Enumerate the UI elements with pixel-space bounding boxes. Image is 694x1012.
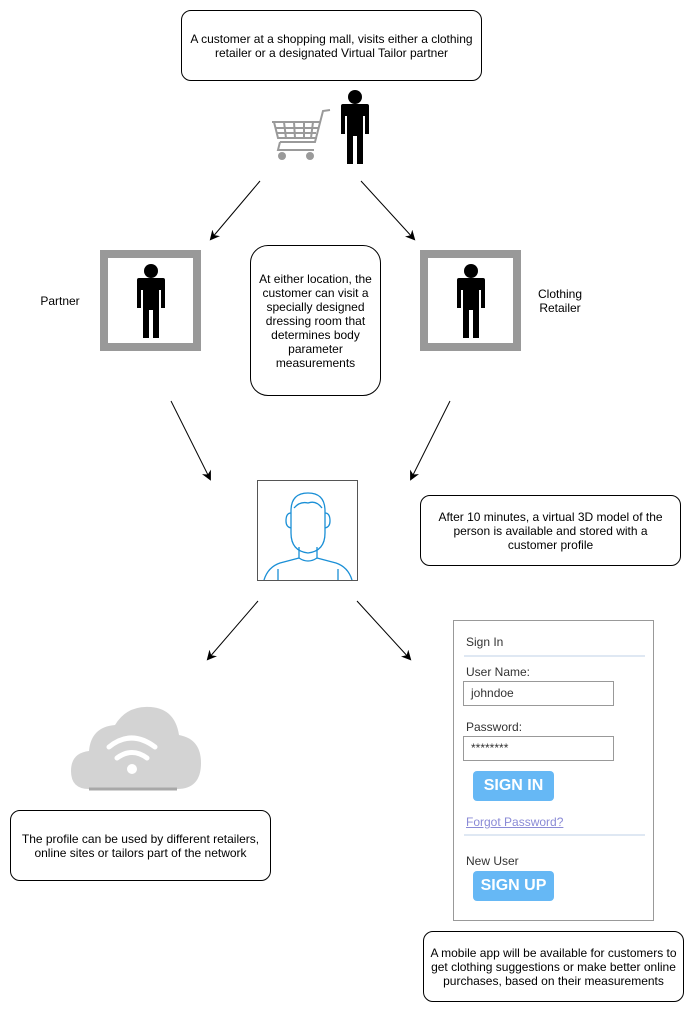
arrow-partner-to-model [170,400,211,481]
signin-title: Sign In [466,635,504,649]
note-profile-network: The profile can be used by different ret… [10,810,271,881]
person-icon [457,264,485,338]
divider [464,655,645,657]
retailer-dressing-room [420,250,521,351]
person-icon [341,90,369,164]
arrow-to-partner [209,180,261,241]
note-3d-model: After 10 minutes, a virtual 3D model of … [420,495,681,566]
arrow-model-to-app [356,600,412,661]
user-avatar-icon [263,492,353,580]
user-avatar-box [257,480,358,581]
partner-dressing-room [100,250,201,351]
signin-panel: Sign In User Name: johndoe Password: ***… [453,620,654,921]
password-input[interactable]: ******** [463,736,614,761]
arrow-retailer-to-model [410,400,451,481]
arrow-model-to-cloud [206,600,259,661]
new-user-label: New User [466,854,519,868]
password-label: Password: [466,720,523,734]
cloud-wifi-icon [71,706,201,791]
forgot-password-link[interactable]: Forgot Password? [466,815,564,829]
arrow-to-retailer [360,180,416,241]
label-partner: Partner [40,294,80,308]
username-label: User Name: [466,665,531,679]
note-dressing-room: At either location, the customer can vis… [250,245,381,396]
person-icon [137,264,165,338]
note-customer-visit: A customer at a shopping mall, visits ei… [181,10,482,81]
signup-button[interactable]: SIGN UP [473,871,554,901]
signin-button[interactable]: SIGN IN [473,771,554,801]
shopping-cart-icon [272,109,331,160]
note-mobile-app: A mobile app will be available for custo… [423,931,684,1002]
divider [464,834,645,836]
label-clothing-retailer: Clothing Retailer [537,287,583,315]
username-input[interactable]: johndoe [463,681,614,706]
